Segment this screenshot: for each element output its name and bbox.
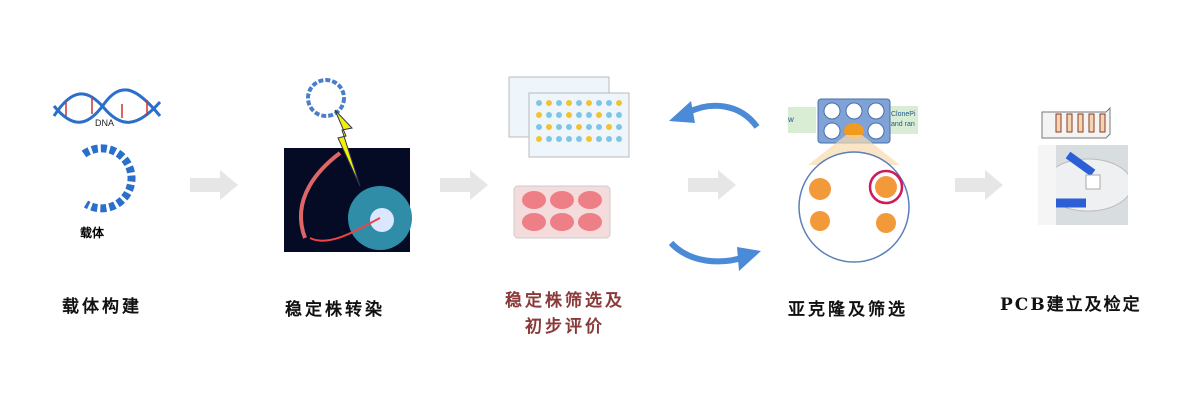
cell-bank-vials-icon — [1041, 106, 1111, 139]
step-label-stable-pool-screening: 稳定株筛选及 初步评价 — [505, 288, 625, 340]
panel-left-tag: w — [788, 107, 816, 133]
liquid-nitrogen-tank-photo — [1038, 145, 1128, 225]
step-label-subcloning-screening: 亚克隆及筛选 — [788, 300, 908, 320]
label-line-2: 初步评价 — [525, 317, 605, 337]
arrow-right-icon — [440, 170, 490, 200]
panel-right-tag: ClonePi and ran — [888, 106, 918, 134]
6-well-plate-icon — [513, 185, 611, 239]
label-line-1: 稳定株筛选及 — [505, 291, 625, 311]
dna-label: DNA — [95, 118, 115, 128]
subcloning-illustration — [798, 98, 910, 263]
arrow-right-icon — [688, 170, 738, 200]
vector-label: 载体 — [80, 226, 105, 240]
plasmid-vector-icon — [81, 144, 136, 213]
arrow-right-icon — [955, 170, 1005, 200]
step-label-stable-transfection: 稳定株转染 — [285, 300, 385, 320]
cycle-arrow-forward-icon — [668, 240, 761, 271]
96-well-plates-icon — [508, 76, 630, 158]
transfection-illustration — [284, 78, 412, 252]
clonepix-text: ClonePi — [891, 111, 916, 118]
arrow-right-icon — [190, 170, 240, 200]
step-label-pcb-establishment: PCB建立及检定 — [1000, 295, 1142, 315]
cycle-arrow-back-icon — [669, 101, 760, 129]
step-label-vector-construction: 载体构建 — [62, 297, 142, 317]
dna-helix-icon — [52, 88, 162, 124]
and-random-text: and ran — [891, 121, 915, 128]
